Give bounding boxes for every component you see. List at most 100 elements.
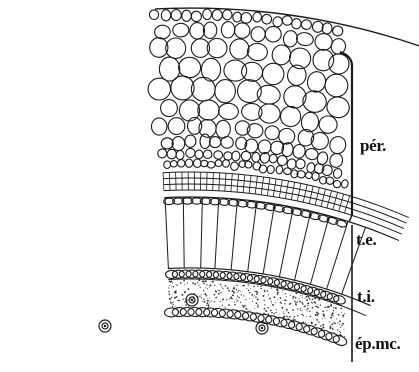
cortex-cell [221,21,235,38]
stipple-dot [280,297,282,299]
stipple-dot [215,297,217,299]
stipple-dot [228,304,230,306]
stipple-dot [324,307,326,309]
stipple-dot [255,291,256,292]
stipple-dot [247,309,248,310]
stipple-dot [207,302,209,304]
stipple-dot [220,292,221,293]
stipple-dot [207,308,208,309]
cortex-cell [171,76,194,100]
cortex-cell [311,171,320,181]
stipple-dot [180,282,182,284]
cortex-cell [215,120,230,139]
stipple-dot [284,303,285,304]
cortex-cell [314,32,334,52]
stipple-dot [288,318,289,319]
stipple-dot [199,296,200,297]
stipple-dot [254,295,255,296]
palisade-wall [279,207,293,277]
stipple-dot [187,282,188,283]
stipple-dot [302,321,304,323]
cortex-cell [177,160,185,168]
stipple-dot [248,290,249,291]
stipple-dot [203,280,205,282]
stipple-dot [344,336,345,337]
stipple-dot [214,294,216,296]
stipple-dot [275,302,276,303]
palisade-wall [215,198,219,269]
stipple-dot [276,288,278,290]
stipple-dot [245,299,246,300]
stipple-dot [172,306,173,307]
stipple-dot [264,290,266,292]
stipple-dot [206,305,207,306]
stipple-dot [256,293,257,294]
stipple-dot [295,304,297,306]
stipple-dot [286,316,287,317]
cortex-cell [214,79,236,103]
stipple-dot [308,296,310,298]
stipple-dot [294,301,296,303]
cortex-cell [256,84,281,105]
stipple-dot [234,304,236,306]
stipple-dot [243,285,245,287]
stipple-dot [318,299,320,301]
stipple-dot [222,288,223,289]
stipple-dot [204,307,205,308]
stipple-dot [338,314,340,316]
cortex-cell [251,152,260,163]
stipple-dot [341,308,342,309]
stipple-dot [230,296,231,297]
stipple-dot [323,326,325,328]
thin-cell-wall [225,173,226,191]
stipple-dot [192,282,194,284]
epidermis-cell [267,277,280,287]
cortex-cell [241,103,263,122]
stipple-dot [217,296,218,297]
stipple-dot [302,295,303,296]
stipple-dot [290,303,292,305]
nucleus-core [191,299,193,301]
stipple-dot [172,302,174,304]
stipple-dot [339,324,340,325]
stipple-dot [297,315,298,316]
cortex-cell [234,22,251,39]
stipple-dot [264,304,265,305]
cortex-cell [167,149,177,159]
stipple-dot [177,300,179,302]
cortex-cell [230,162,238,171]
stipple-dot [237,300,238,301]
thin-cell-wall [255,176,257,194]
stipple-dot [203,283,205,285]
stipple-dot [305,322,306,323]
stipple-dot [222,304,223,305]
thin-cell-wall [176,172,177,190]
stipple-dot [173,286,174,287]
palisade-wall [327,221,348,289]
stipple-dot [288,312,290,314]
cortex-cell [275,165,283,174]
stipple-dot [295,302,297,304]
thin-cell-wall [339,194,344,211]
stipple-dot [210,300,211,301]
cortex-cell [171,9,181,20]
stipple-dot [275,312,276,313]
stipple-dot [298,300,299,301]
stipple-dot [168,291,170,293]
stipple-dot [250,310,251,311]
stipple-dot [228,290,230,292]
stipple-dot [303,315,304,316]
stipple-dot [204,293,206,295]
stipple-dot [300,295,301,296]
stipple-dot [185,304,187,306]
stipple-dot [257,285,258,286]
stipple-dot [257,299,259,301]
cortex-cell [269,154,278,163]
stipple-dot [286,311,287,312]
stipple-dot [188,288,190,290]
stipple-dot [292,309,294,311]
stipple-dot [322,310,324,312]
stipple-dot [292,298,293,299]
thin-cell-wall [309,186,313,204]
stipple-dot [276,309,277,310]
